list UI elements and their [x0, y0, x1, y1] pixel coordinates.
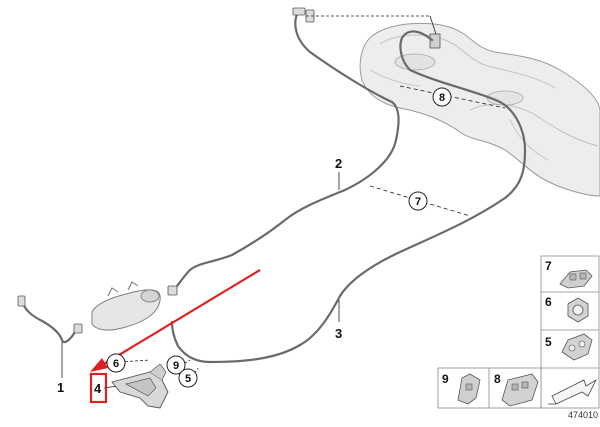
pipe-connector-icon	[17, 7, 315, 334]
arrow-icon	[548, 378, 597, 405]
legend-label-5: 5	[545, 335, 552, 349]
callout-part-4: 4	[94, 381, 102, 396]
circle-8-label: 8	[439, 92, 445, 104]
legend-label-9: 9	[442, 372, 449, 386]
circle-6-label: 6	[113, 358, 119, 370]
legend-label-6: 6	[545, 295, 552, 309]
circle-callout-5: 5	[178, 368, 198, 388]
callout-part-1: 1	[57, 380, 64, 395]
highlight-arrow-icon	[90, 269, 261, 372]
clip-icon	[559, 269, 593, 289]
circle-7-label: 7	[415, 196, 421, 208]
small-bracket-icon	[457, 373, 481, 405]
callout-part-3: 3	[335, 326, 342, 341]
fuel-tank-icon	[359, 22, 600, 197]
carbon-canister-icon	[91, 281, 161, 331]
legend-panel: 7 6 5 9 8	[437, 255, 600, 409]
circle-9-label: 9	[173, 360, 179, 372]
holder-icon	[561, 333, 593, 361]
circle-callout-6: 6	[106, 353, 126, 373]
circle-callout-9: 9	[166, 355, 186, 375]
multi-clip-icon	[501, 373, 539, 407]
highlight-box	[89, 372, 108, 404]
legend-label-7: 7	[545, 259, 552, 273]
circle-callout-8: 8	[432, 87, 452, 107]
callout-part-2: 2	[335, 156, 342, 171]
fuel-line-icon	[20, 10, 527, 364]
circle-callout-7: 7	[408, 191, 428, 211]
diagram-id: 474010	[568, 410, 598, 420]
bracket-icon	[111, 363, 169, 409]
circle-5-label: 5	[185, 373, 191, 385]
legend-label-8: 8	[494, 372, 501, 386]
nut-icon	[567, 297, 589, 323]
